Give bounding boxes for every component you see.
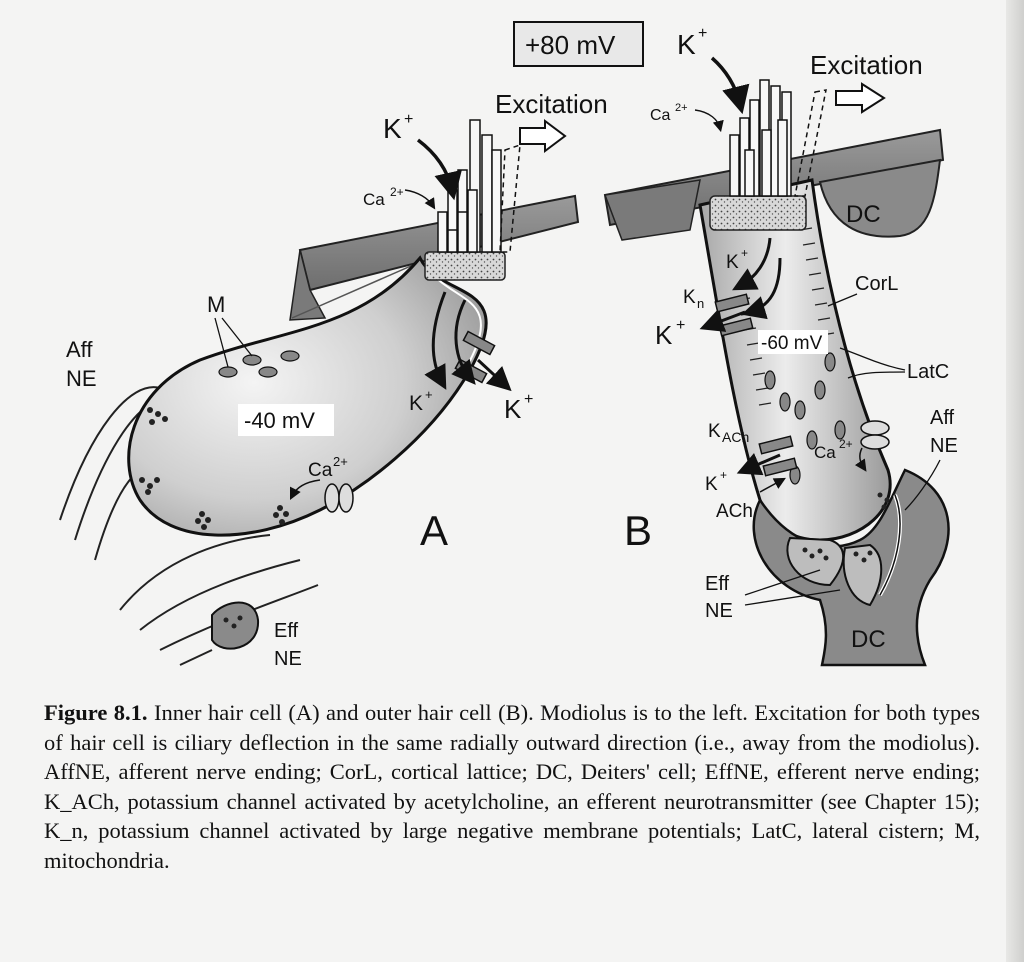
k-label-b-in: K+ — [726, 246, 748, 273]
inner-hair-cell-body — [127, 255, 488, 537]
svg-text:+: + — [698, 25, 707, 42]
stereocilia-bundle-b — [729, 79, 792, 197]
mitochondria-b — [764, 352, 846, 485]
eff-label-b: Eff — [705, 573, 730, 595]
caption-text: Inner hair cell (A) and outer hair cell … — [44, 700, 980, 873]
calcium-channel-a — [324, 483, 354, 513]
figure-label: Figure 8.1. — [44, 700, 148, 725]
k-label-b-ach: K+ — [705, 468, 727, 495]
voltage-label-b: -60 mV — [761, 333, 823, 354]
svg-text:K: K — [655, 320, 673, 350]
svg-text:+: + — [425, 387, 433, 402]
deflected-stereocilium-b — [794, 89, 827, 197]
svg-text:ACh: ACh — [722, 429, 749, 445]
k-label-a-top: K+ — [383, 111, 413, 144]
svg-text:2+: 2+ — [675, 102, 688, 114]
dc-label-top: DC — [846, 201, 881, 228]
page-edge-shadow — [1006, 0, 1024, 962]
k-label-a-mid: K+ — [409, 387, 433, 415]
cuticular-plate-b — [709, 195, 807, 231]
ca-label-b-top: Ca 2+ — [650, 102, 688, 124]
svg-text:K: K — [708, 421, 721, 442]
svg-text:K: K — [409, 392, 423, 415]
svg-text:+: + — [524, 391, 533, 408]
ca-label-a: Ca 2+ — [363, 185, 404, 209]
aff-label-b: Aff — [930, 407, 955, 429]
cuticular-plate-a — [424, 251, 506, 281]
ne-label-a: NE — [66, 366, 97, 391]
m-label: M — [207, 292, 225, 317]
k-label-b-top: K+ — [677, 25, 707, 60]
mitochondria-a — [218, 350, 300, 378]
k-label-b-out: K+ — [655, 317, 685, 350]
panel-b-outer-hair-cell: +80 mV — [513, 21, 958, 667]
ne-label-b: NE — [930, 435, 958, 457]
svg-text:2+: 2+ — [839, 437, 853, 451]
corl-label: CorL — [855, 273, 898, 295]
outer-hair-cell-body — [698, 178, 892, 542]
svg-text:+: + — [676, 317, 685, 334]
dc-label-bottom: DC — [851, 626, 886, 653]
voltage-box — [513, 21, 644, 67]
svg-text:K: K — [683, 287, 696, 308]
latc-label: LatC — [907, 361, 949, 383]
excitation-arrow-a — [519, 119, 567, 153]
svg-text:Ca: Ca — [363, 190, 385, 209]
svg-text:Ca: Ca — [814, 443, 836, 462]
ach-label: ACh — [716, 501, 753, 522]
svg-text:+: + — [404, 111, 413, 128]
panel-a-label: A — [420, 507, 448, 554]
k-label-a-out: K+ — [504, 391, 533, 424]
excitation-label-b: Excitation — [810, 50, 923, 80]
ne-label-a-eff: NE — [274, 648, 302, 670]
figure-caption: Figure 8.1. Inner hair cell (A) and oute… — [44, 698, 980, 875]
svg-text:K: K — [383, 113, 402, 144]
excitation-arrow-b — [835, 82, 886, 114]
svg-text:K: K — [504, 394, 522, 424]
stereocilia-bundle-a — [437, 119, 502, 253]
svg-text:K: K — [705, 474, 718, 495]
ne-label-b-eff: NE — [705, 600, 733, 622]
panel-b-label: B — [624, 507, 652, 554]
voltage-label-top: +80 mV — [525, 30, 616, 60]
svg-text:n: n — [697, 296, 704, 311]
svg-text:K: K — [677, 29, 696, 60]
svg-text:+: + — [741, 246, 748, 260]
voltage-label-a: -40 mV — [244, 408, 315, 433]
svg-text:Ca: Ca — [308, 460, 333, 481]
eff-label-a: Eff — [274, 620, 299, 642]
calcium-channel-b — [860, 420, 890, 450]
aff-label-a: Aff — [66, 337, 93, 362]
potassium-channels-b — [714, 293, 798, 477]
svg-text:Ca: Ca — [650, 107, 671, 124]
afferent-synapses-a — [139, 407, 289, 530]
excitation-label-a: Excitation — [495, 89, 608, 119]
svg-text:+: + — [720, 468, 727, 482]
svg-text:2+: 2+ — [333, 454, 348, 469]
svg-text:2+: 2+ — [390, 185, 404, 199]
svg-text:K: K — [726, 252, 739, 273]
deflected-stereocilium-a — [499, 143, 521, 253]
hair-cell-figure: K+ Ca2+ Excitation M Aff NE -40 mV K+ K+… — [59, 21, 958, 670]
